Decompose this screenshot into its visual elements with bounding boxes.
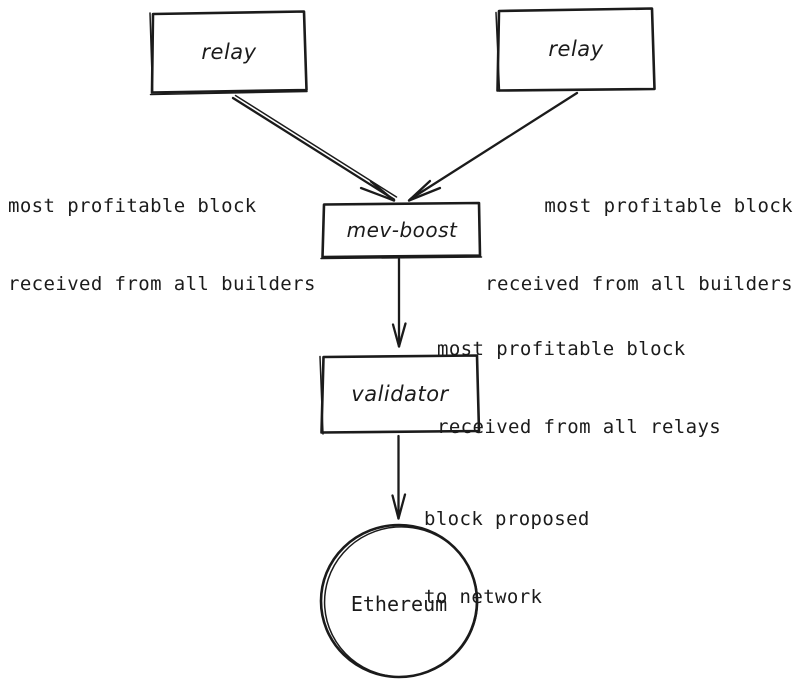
- edge-label-relays: most profitable block received from all …: [437, 284, 721, 492]
- edge-label-proposed: block proposed to network: [424, 454, 590, 662]
- mev-boost-box: [320, 201, 483, 260]
- arrow-relay-right-to-mev-boost: [407, 91, 579, 202]
- relay-left-node-label: relay: [201, 40, 257, 64]
- edge-label-line: to network: [424, 586, 543, 608]
- relay-right-box: [495, 7, 656, 92]
- edge-label-left-builders: most profitable block received from all …: [8, 141, 316, 349]
- edge-label-line: received from all builders: [485, 273, 793, 295]
- arrow-mev-boost-to-validator: [391, 257, 407, 348]
- edge-label-line: most profitable block: [544, 195, 793, 217]
- edge-label-right-builders: most profitable block received from all …: [485, 141, 793, 349]
- validator-box: [319, 354, 481, 435]
- edge-label-line: received from all relays: [437, 416, 722, 438]
- mev-boost-node-label: mev-boost: [346, 218, 458, 242]
- validator-node-label: validator: [351, 382, 449, 406]
- edge-label-line: block proposed: [424, 508, 590, 530]
- relay-left-box: [149, 10, 308, 96]
- edge-label-line: received from all builders: [8, 273, 316, 295]
- relay-right-node-label: relay: [548, 37, 604, 61]
- arrow-relay-left-to-mev-boost: [231, 94, 398, 202]
- ethereum-node-label: Ethereum: [350, 592, 448, 616]
- edge-label-line: most profitable block: [437, 338, 686, 360]
- ethereum-circle: [319, 523, 479, 679]
- arrow-validator-to-ethereum: [391, 434, 407, 520]
- edge-label-line: most profitable block: [8, 195, 257, 217]
